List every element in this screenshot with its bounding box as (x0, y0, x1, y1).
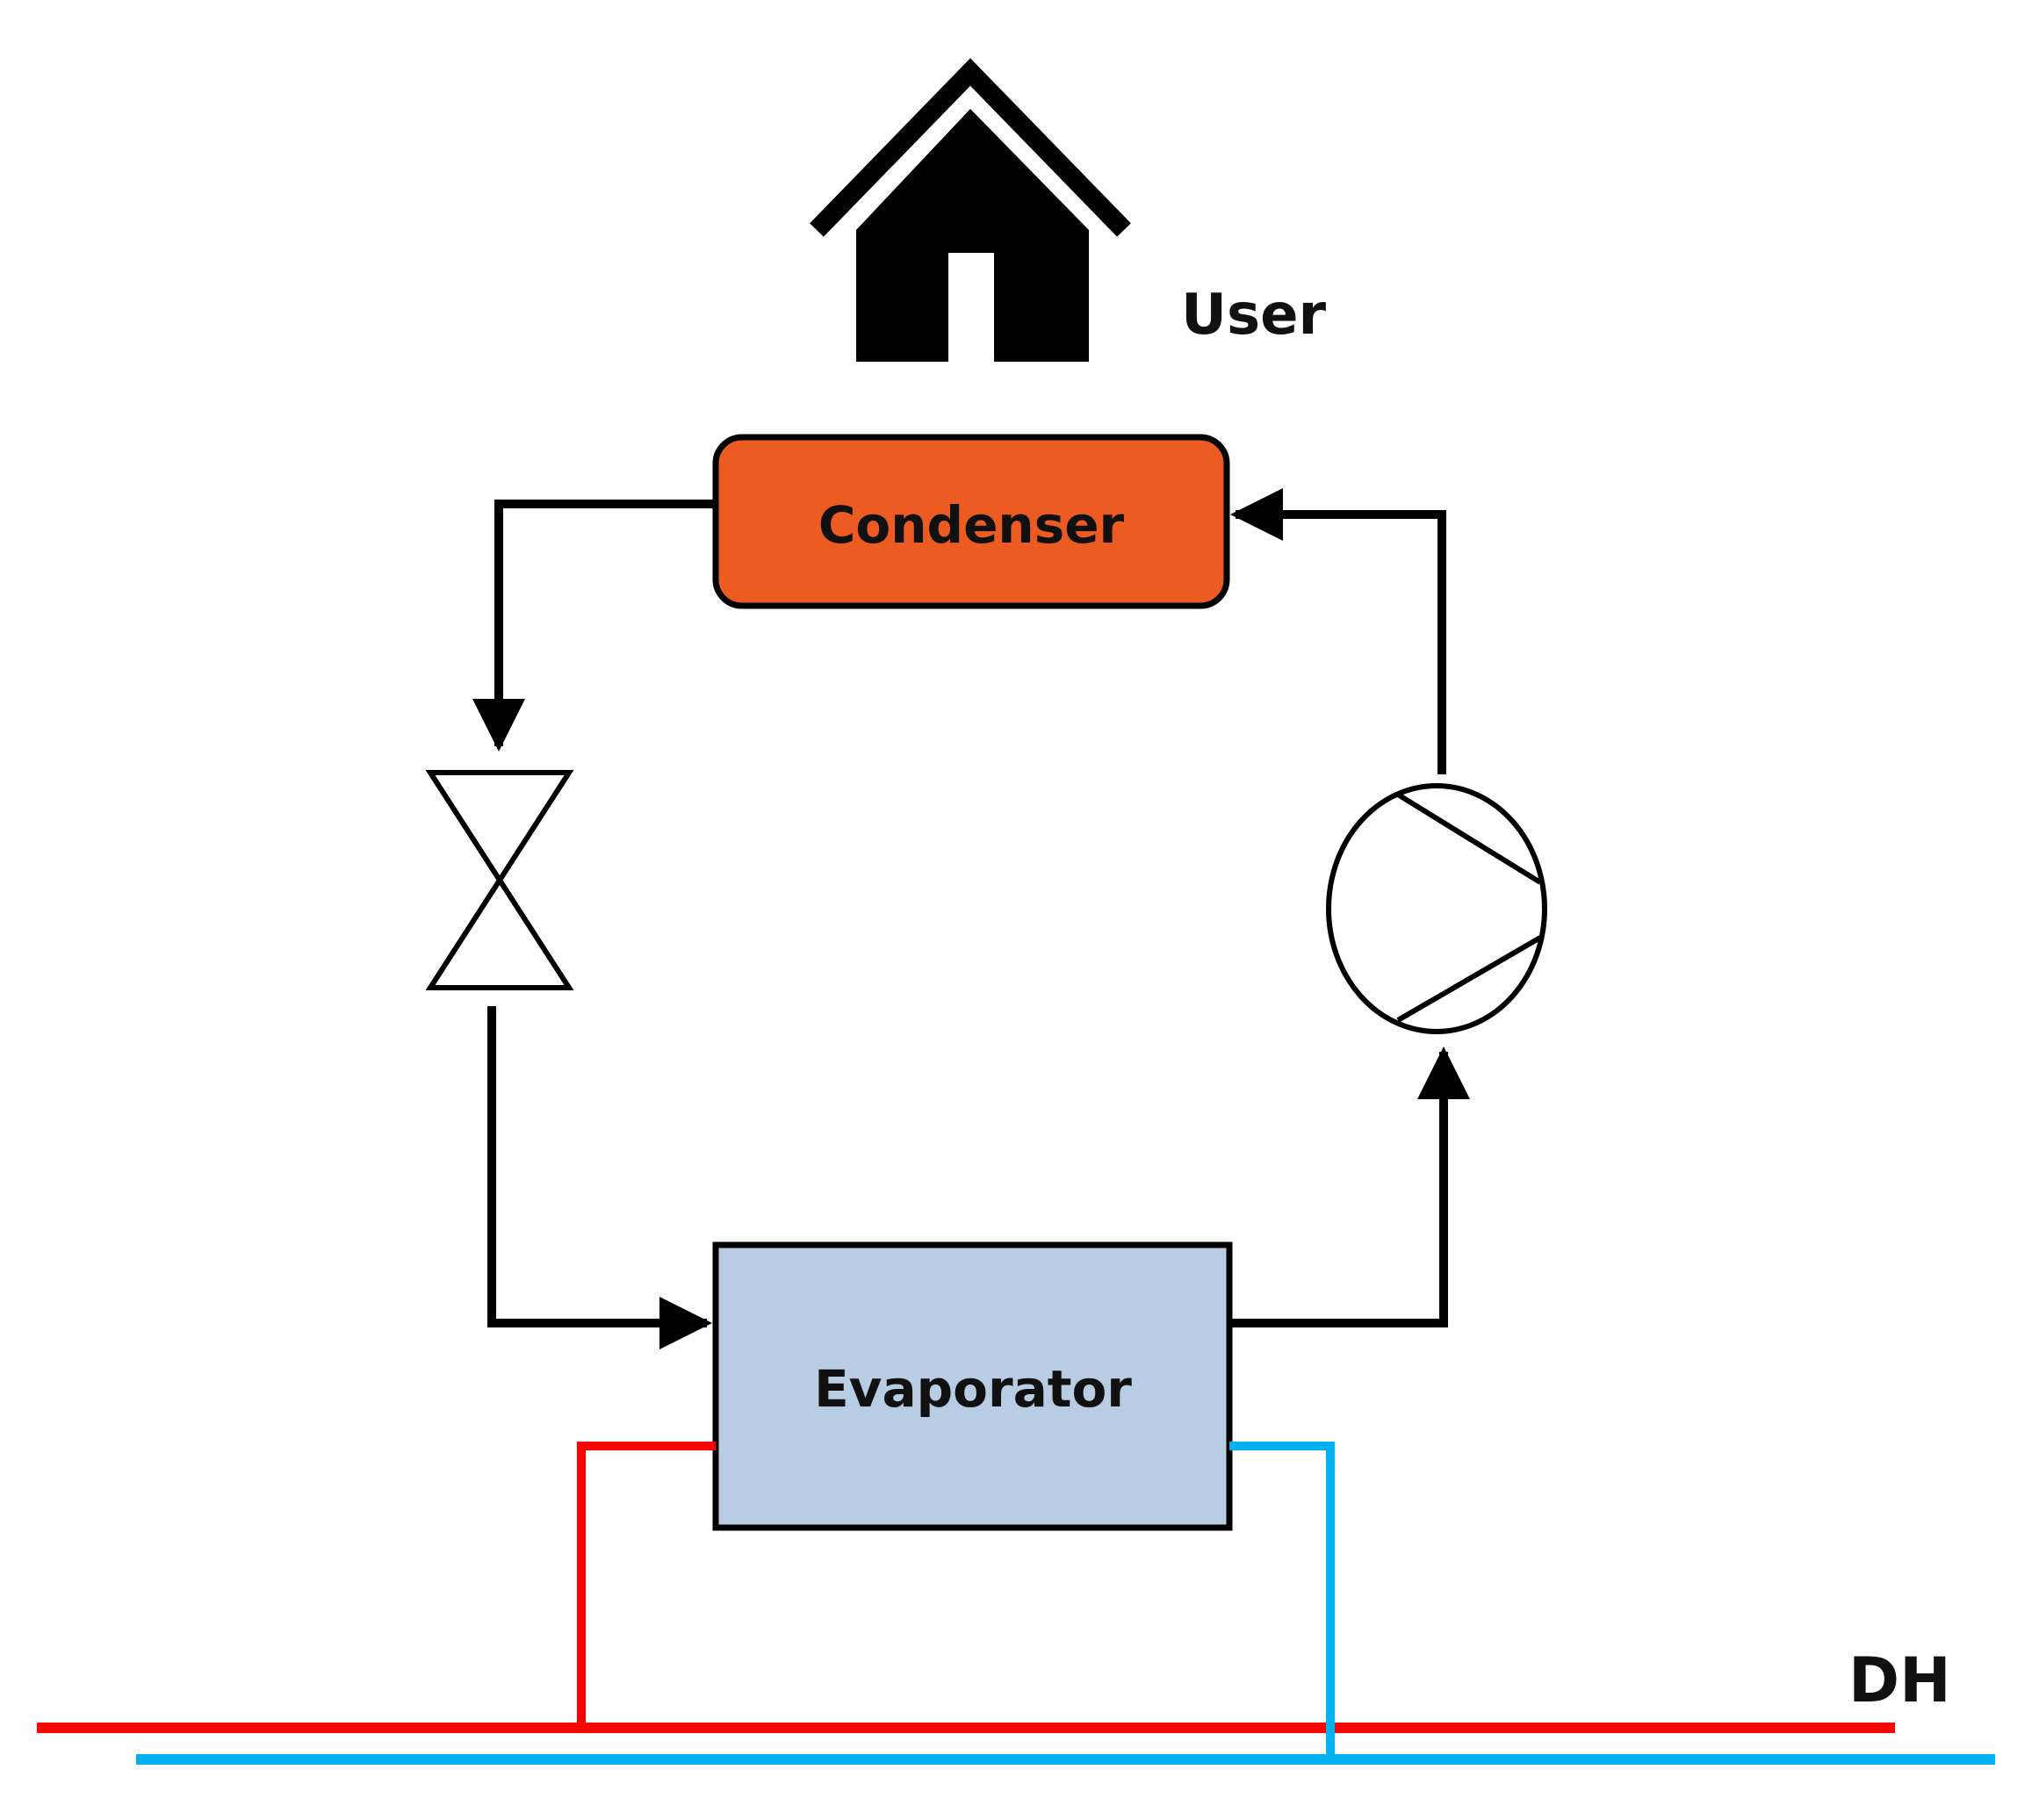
dh-return-branch (1229, 1442, 1335, 1759)
pipe-valve-to-evaporator (487, 1006, 712, 1349)
evaporator-box (712, 1241, 1233, 1531)
house-icon (810, 58, 1131, 362)
expansion-valve-icon (425, 770, 574, 990)
pipe-compressor-to-condenser (1230, 488, 1446, 774)
compressor-icon (1326, 783, 1547, 1034)
dh-supply-branch (577, 1442, 716, 1728)
evaporator: Evaporator (712, 1241, 1233, 1531)
user-label: User (1181, 283, 1326, 348)
condenser-label: Condenser (818, 495, 1125, 555)
condenser-box (712, 434, 1230, 609)
pipe-evaporator-to-compressor (1229, 1047, 1470, 1327)
condenser: Condenser (712, 434, 1230, 609)
pipe-condenser-to-valve (472, 500, 716, 752)
evaporator-label: Evaporator (814, 1359, 1132, 1419)
dh-label: DH (1848, 1644, 1951, 1716)
